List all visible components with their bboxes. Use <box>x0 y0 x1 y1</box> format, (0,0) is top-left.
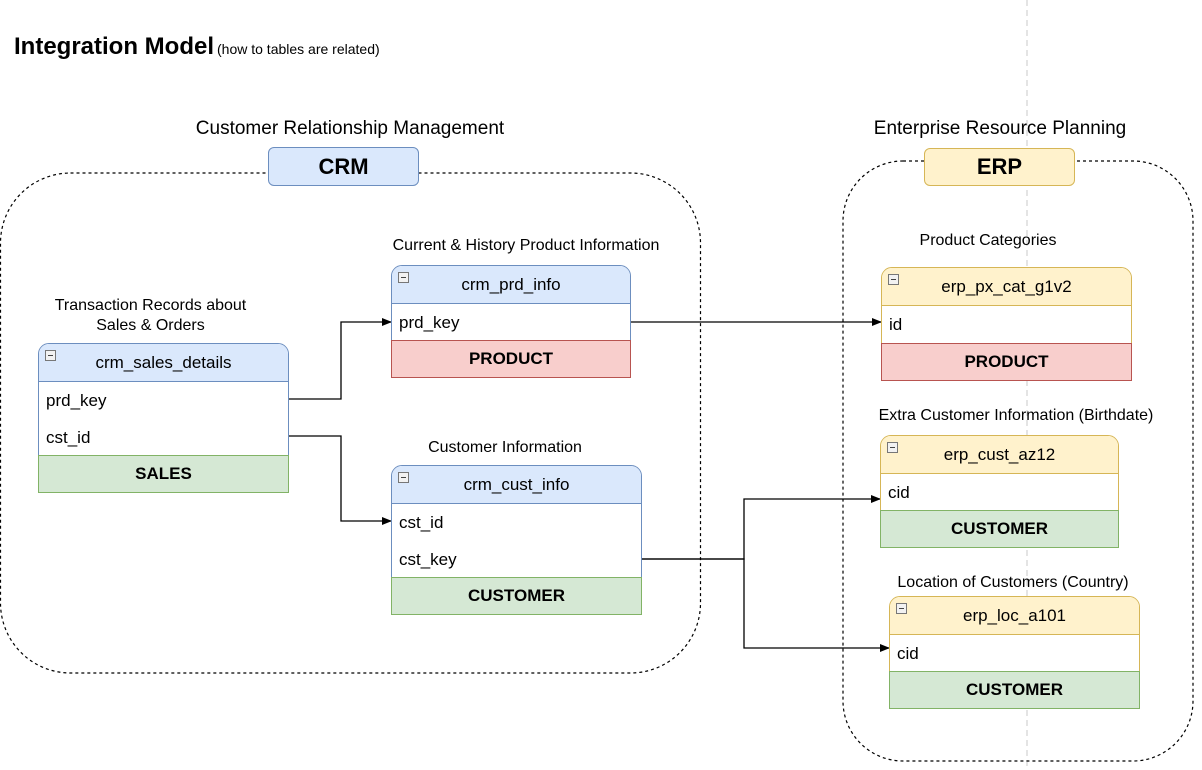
field-prd-key[interactable]: prd_key <box>399 313 460 332</box>
table-erp-cust-az12[interactable]: erp_cust_az12 cid <box>880 435 1119 512</box>
sales-caption-line-1: Transaction Records about <box>54 297 247 314</box>
field-cst-id[interactable]: cst_id <box>46 428 91 447</box>
table-crm-sales-details[interactable]: crm_sales_details prd_key cst_id <box>38 343 289 457</box>
table-crm-cust-info[interactable]: crm_cust_info cst_id cst_key <box>391 465 642 579</box>
table-header[interactable]: crm_cust_info <box>392 466 641 504</box>
erp-group-label: Enterprise Resource Planning <box>873 118 1127 139</box>
edge-sales-prd[interactable] <box>289 318 392 400</box>
table-header[interactable]: crm_prd_info <box>392 266 630 304</box>
sales-caption-line-2: Sales & Orders <box>96 317 205 334</box>
sales-caption: Transaction Records about Sales & Orders <box>18 296 283 336</box>
pxcat-caption: Product Categories <box>919 232 1057 249</box>
page-subtitle: (how to tables are related) <box>217 41 380 57</box>
entity-label-product: PRODUCT <box>391 340 631 378</box>
table-header[interactable]: erp_cust_az12 <box>881 436 1118 474</box>
cust-caption: Customer Information <box>428 439 582 456</box>
edge-cust-az12[interactable] <box>642 495 881 560</box>
table-erp-px-cat-g1v2[interactable]: erp_px_cat_g1v2 id <box>881 267 1132 345</box>
table-header[interactable]: crm_sales_details <box>39 344 288 382</box>
edge-cust-loc[interactable] <box>642 558 890 652</box>
loc-caption: Location of Customers (Country) <box>897 574 1129 591</box>
table-erp-loc-a101[interactable]: erp_loc_a101 cid <box>889 596 1140 673</box>
table-name: crm_cust_info <box>463 475 570 494</box>
field-cst-id[interactable]: cst_id <box>399 513 444 532</box>
field-id[interactable]: id <box>889 315 903 334</box>
erp-group-tag[interactable]: ERP <box>924 148 1075 186</box>
prd-caption: Current & History Product Information <box>392 237 660 254</box>
az12-caption: Extra Customer Information (Birthdate) <box>878 407 1154 424</box>
table-header[interactable]: erp_loc_a101 <box>890 597 1139 635</box>
entity-label-customer: CUSTOMER <box>889 671 1140 709</box>
collapse-icon[interactable] <box>398 472 409 483</box>
page-title-text: Integration Model <box>14 33 214 60</box>
crm-group-label: Customer Relationship Management <box>195 118 505 139</box>
field-cst-key[interactable]: cst_key <box>399 550 457 569</box>
page-title: Integration Model(how to tables are rela… <box>14 33 380 61</box>
table-name: crm_prd_info <box>461 275 561 294</box>
field-cid[interactable]: cid <box>897 644 919 663</box>
table-name: erp_px_cat_g1v2 <box>941 277 1072 296</box>
table-name: erp_cust_az12 <box>943 445 1056 464</box>
table-header[interactable]: erp_px_cat_g1v2 <box>882 268 1131 306</box>
table-crm-prd-info[interactable]: crm_prd_info prd_key <box>391 265 631 342</box>
edge-sales-cust[interactable] <box>289 435 392 525</box>
entity-label-customer: CUSTOMER <box>391 577 642 615</box>
collapse-icon[interactable] <box>888 274 899 285</box>
entity-label-product: PRODUCT <box>881 343 1132 381</box>
collapse-icon[interactable] <box>45 350 56 361</box>
entity-label-sales: SALES <box>38 455 289 493</box>
crm-group-tag[interactable]: CRM <box>268 147 419 186</box>
field-prd-key[interactable]: prd_key <box>46 391 107 410</box>
table-name: erp_loc_a101 <box>962 606 1067 625</box>
field-cid[interactable]: cid <box>888 483 910 502</box>
collapse-icon[interactable] <box>398 272 409 283</box>
table-name: crm_sales_details <box>95 353 232 372</box>
entity-label-customer: CUSTOMER <box>880 510 1119 548</box>
collapse-icon[interactable] <box>896 603 907 614</box>
collapse-icon[interactable] <box>887 442 898 453</box>
